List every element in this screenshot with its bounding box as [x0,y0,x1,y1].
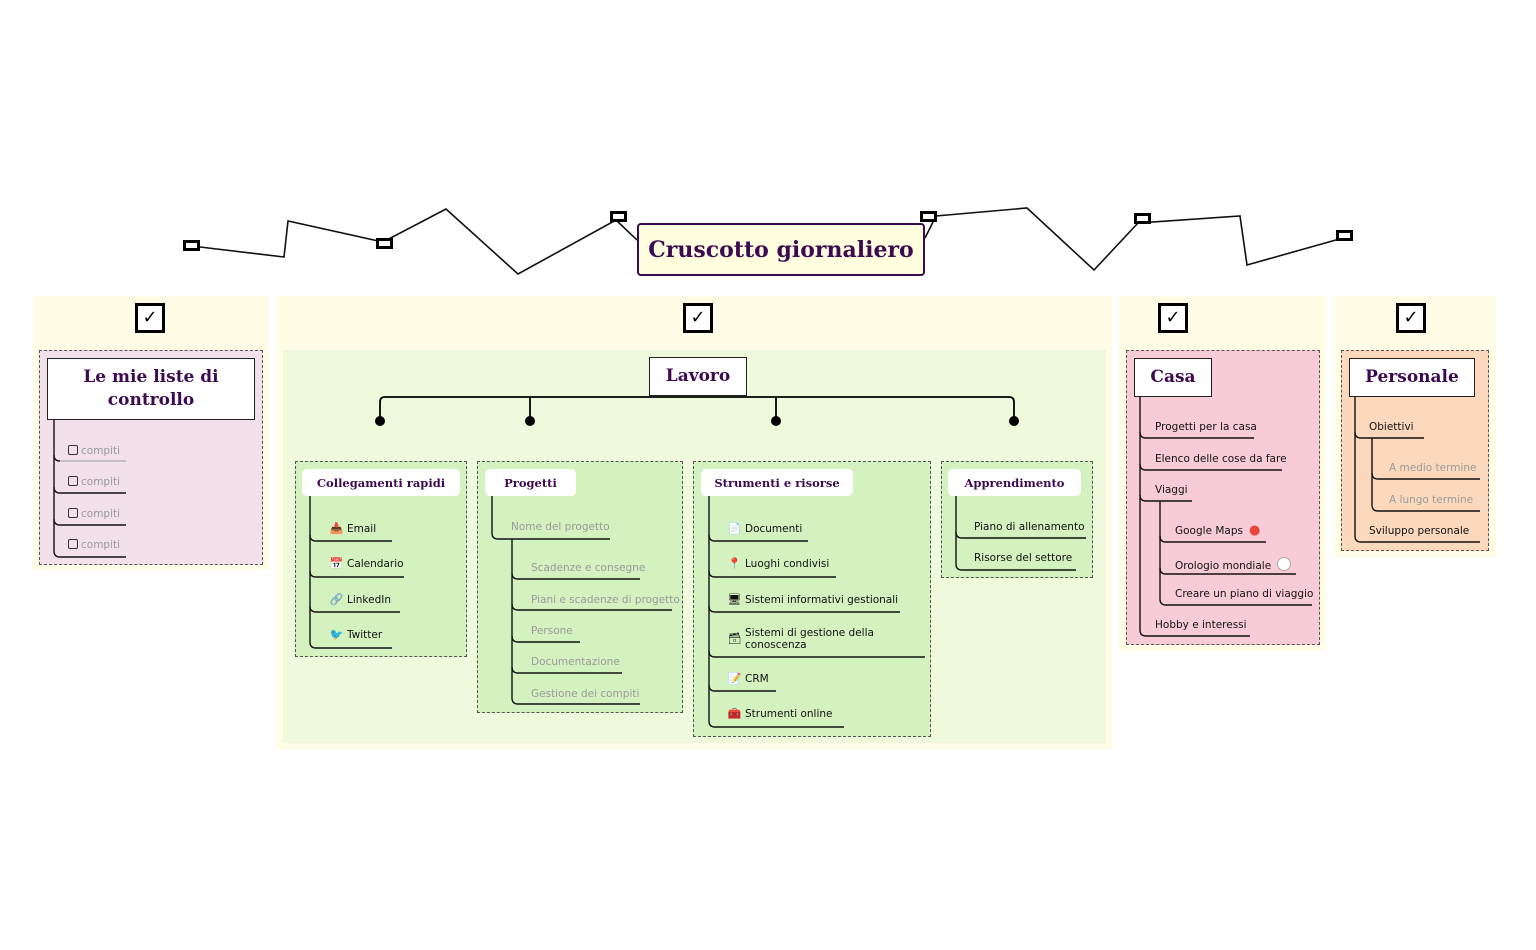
learning-item[interactable]: Piano di allenamento [974,521,1085,533]
tool-shared-places[interactable]: 📍Luoghi condivisi [727,557,830,571]
collapse-handle[interactable] [183,240,200,251]
collapse-handle[interactable] [610,211,627,222]
checklist-item[interactable]: compiti [68,539,120,551]
tool-knowledge[interactable]: 🗃Sistemi di gestione della conoscenza [727,627,874,651]
casa-item[interactable]: Progetti per la casa [1155,421,1257,433]
computer-icon: 🖥 [727,593,742,606]
personale-item[interactable]: A lungo termine [1389,494,1474,506]
casa-item[interactable]: Creare un piano di viaggio [1175,588,1314,600]
learning-item[interactable]: Risorse del settore [974,552,1073,564]
project-item[interactable]: Documentazione [531,656,620,668]
quick-link-email[interactable]: 📥Email [329,522,377,536]
personale-heading[interactable]: Personale [1349,358,1475,397]
inbox-tray-icon: 📥 [329,522,344,535]
project-name[interactable]: Nome del progetto [511,521,610,533]
bird-icon: 🐦 [329,628,344,641]
project-item[interactable]: Scadenze e consegne [531,562,646,574]
checkbox-icon[interactable] [68,445,78,455]
projects-heading[interactable]: Progetti [485,469,576,496]
checklists-heading[interactable]: Le mie liste di controllo [47,358,255,420]
tool-documents[interactable]: 📄Documenti [727,522,803,536]
tool-mis[interactable]: 🖥Sistemi informativi gestionali [727,593,899,607]
toolbox-icon: 🧰 [727,707,742,720]
casa-box [1126,350,1320,645]
document-icon: 📄 [727,522,742,535]
clock-icon [1277,557,1292,571]
casa-item[interactable]: Hobby e interessi [1155,619,1247,631]
collapse-handle[interactable] [1134,213,1151,224]
tool-crm[interactable]: 📝CRM [727,672,769,686]
pin-icon: 📍 [727,557,742,570]
check-icon[interactable]: ✓ [135,303,165,333]
project-item[interactable]: Piani e scadenze di progetto [531,594,680,606]
tool-online[interactable]: 🧰Strumenti online [727,707,833,721]
quick-link-calendar[interactable]: 📅Calendario [329,557,404,571]
check-icon[interactable]: ✓ [683,303,713,333]
learning-heading[interactable]: Apprendimento [948,469,1081,496]
quick-links-heading[interactable]: Collegamenti rapidi [302,469,460,496]
personale-item[interactable]: A medio termine [1389,462,1477,474]
lavoro-heading[interactable]: Lavoro [649,357,747,396]
casa-item-world-clock[interactable]: Orologio mondiale [1175,557,1292,572]
map-pin-icon: ● [1249,523,1261,538]
checklist-item[interactable]: compiti [68,476,120,488]
page-title[interactable]: Cruscotto giornaliero [637,223,925,276]
collapse-handle[interactable] [1336,230,1353,241]
casa-item-google-maps[interactable]: Google Maps● [1175,523,1261,538]
casa-heading[interactable]: Casa [1134,358,1212,397]
link-icon: 🔗 [329,593,344,606]
check-icon[interactable]: ✓ [1396,303,1426,333]
checklist-item[interactable]: compiti [68,508,120,520]
collapse-handle[interactable] [376,238,393,249]
project-item[interactable]: Persone [531,625,573,637]
card-box-icon: 🗃 [727,632,742,645]
checkbox-icon[interactable] [68,476,78,486]
checkbox-icon[interactable] [68,539,78,549]
casa-item[interactable]: Viaggi [1155,484,1188,496]
casa-item[interactable]: Elenco delle cose da fare [1155,453,1287,465]
project-item[interactable]: Gestione dei compiti [531,688,640,700]
tools-heading[interactable]: Strumenti e risorse [701,469,853,496]
quick-link-linkedin[interactable]: 🔗LinkedIn [329,593,392,607]
checkbox-icon[interactable] [68,508,78,518]
personale-item[interactable]: Sviluppo personale [1369,525,1470,537]
notepad-icon: 📝 [727,672,742,685]
check-icon[interactable]: ✓ [1158,303,1188,333]
personale-item[interactable]: Obiettivi [1369,421,1414,433]
calendar-icon: 📅 [329,557,344,570]
quick-link-twitter[interactable]: 🐦Twitter [329,628,383,642]
collapse-handle[interactable] [920,211,937,222]
checklist-item[interactable]: compiti [68,445,120,457]
